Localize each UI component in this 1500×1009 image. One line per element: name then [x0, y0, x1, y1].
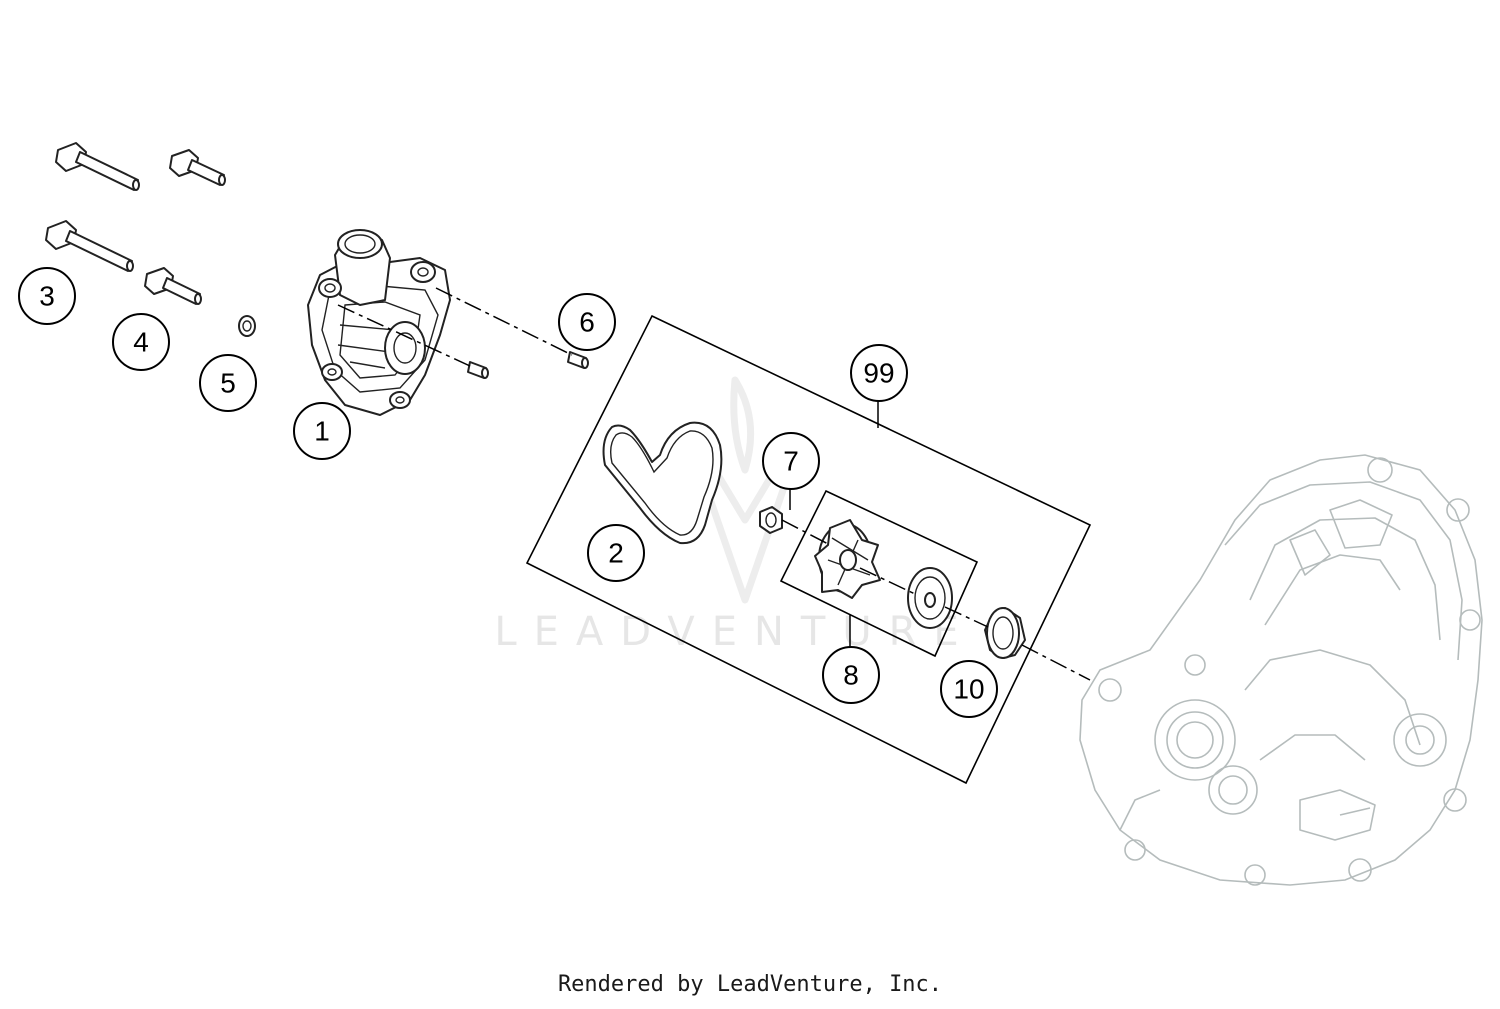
water-pump-cover	[307, 229, 451, 416]
callout-8: 8	[822, 646, 880, 704]
water-pump-impeller	[814, 519, 881, 599]
footer-credit: Rendered by LeadVenture, Inc.	[557, 972, 943, 997]
svg-text:2: 2	[608, 538, 624, 569]
svg-text:8: 8	[843, 660, 859, 691]
watermark-text: LEADVENTURE	[494, 609, 975, 655]
alignment-lines	[337, 287, 1091, 681]
bolt-long-bottom	[45, 220, 134, 272]
cover-gasket	[602, 421, 723, 545]
callout-1: 1	[293, 402, 351, 460]
callout-99: 99	[850, 344, 908, 402]
impeller-nut	[759, 506, 783, 534]
kit-box-frame	[525, 314, 1092, 785]
shaft-seal-ring	[984, 607, 1026, 659]
engine-cover-ghost	[1079, 454, 1483, 886]
callout-6: 6	[558, 293, 616, 351]
svg-text:99: 99	[863, 358, 894, 389]
impeller-shaft-disc	[907, 567, 953, 629]
dowel-pin-rear	[567, 351, 589, 369]
svg-text:6: 6	[579, 307, 595, 338]
callout-4: 4	[112, 313, 170, 371]
svg-text:7: 7	[783, 446, 799, 477]
svg-text:10: 10	[953, 674, 984, 705]
washer	[238, 315, 256, 337]
bolt-short-bottom	[144, 267, 202, 305]
impeller-assembly-frame	[779, 489, 979, 658]
callout-5: 5	[199, 354, 257, 412]
callout-10: 10	[940, 660, 998, 718]
svg-text:3: 3	[39, 281, 55, 312]
callout-2: 2	[587, 524, 645, 582]
dowel-pin-front	[467, 361, 489, 379]
svg-text:1: 1	[314, 416, 330, 447]
bolt-short-top	[169, 149, 226, 186]
svg-text:5: 5	[220, 368, 236, 399]
callout-7: 7	[762, 432, 820, 490]
svg-text:4: 4	[133, 327, 149, 358]
bolt-long-top	[55, 142, 140, 191]
callout-3: 3	[18, 267, 76, 325]
